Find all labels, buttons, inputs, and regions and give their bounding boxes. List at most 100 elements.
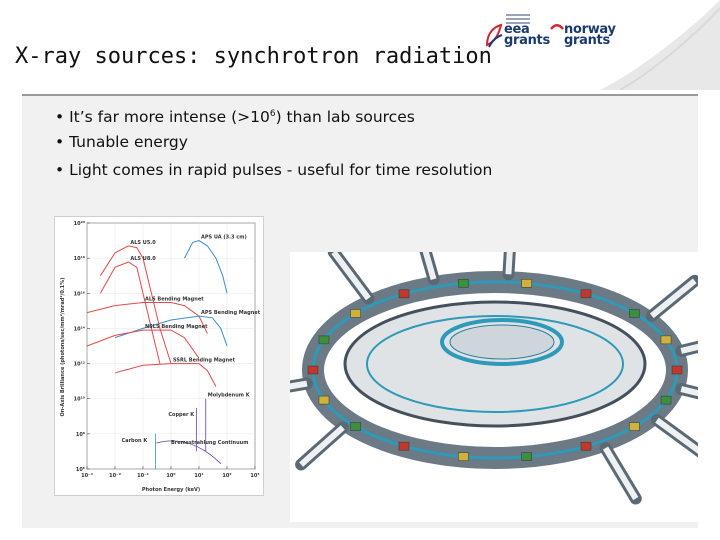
beamline-hut-roof [299, 425, 345, 467]
chart-y-tick-label: 10¹² [74, 362, 85, 368]
chart-annotation-label-0: Molybdenum K [208, 393, 251, 399]
beamline-hut-roof [602, 446, 639, 501]
beamline-hut [249, 377, 313, 399]
chart-series-label-2: APS UA (3.3 cm) [201, 235, 247, 241]
chart-series-label-3: ALS Bending Magnet [145, 296, 204, 302]
chart-x-tick-label: 10⁻² [109, 473, 121, 479]
eea-wordmark-lines [506, 14, 530, 24]
chart-y-axis-label: On-Axis Brilliance (photons/sec/mm²/mrad… [60, 277, 66, 416]
chart-series-label-5: NSLS Bending Magnet [145, 324, 208, 330]
chart-x-tick-label: 10⁻³ [81, 473, 93, 479]
ring-magnet [318, 395, 330, 405]
norway-logo-line2: grants [564, 33, 610, 48]
chart-series-line-1 [99, 261, 161, 364]
bullet-pulses: • Light comes in rapid pulses - useful f… [55, 161, 493, 179]
beamline-hut [502, 206, 519, 281]
ring-magnet [580, 289, 592, 299]
chart-series-line-5 [86, 329, 200, 359]
synchrotron-ring-illustration [249, 206, 720, 522]
chart-bremsstrahlung-curve [156, 440, 222, 464]
beamline-hut-roof [649, 278, 697, 319]
beamline-hut [650, 414, 708, 459]
slide-title: X-ray sources: synchrotron radiation [15, 44, 492, 69]
chart-ticks-group: 10⁻³ 10⁻² 10⁻¹ 10⁰ 10¹ 10² 10³ 10²⁰ 10¹⁸ 10¹⁶ 10¹⁴… [74, 221, 260, 479]
booster-ring-outer [366, 315, 624, 413]
chart-series-line-6 [114, 363, 217, 387]
beamline-hut [675, 383, 720, 405]
chart-x-tick-label: 10¹ [194, 473, 203, 479]
chart-series-line-2 [183, 240, 228, 294]
chart-annotation-label-2: Carbon K [122, 438, 149, 444]
chart-annotation-label-1: Copper K [168, 412, 195, 418]
chart-annotations-group: Molybdenum K Copper K Carbon K Bremsstrahlu… [122, 393, 251, 469]
ring-magnet [521, 452, 532, 461]
ring-magnet [660, 335, 672, 345]
ring-magnet [350, 422, 361, 431]
ring-magnet [580, 441, 592, 451]
synchrotron-ring-svg [249, 206, 720, 505]
eea-logo-line2: grants [504, 33, 550, 48]
chart-x-tick-label: 10⁻¹ [137, 473, 149, 479]
chart-y-tick-label: 10¹⁰ [74, 397, 85, 403]
beamline-hut [295, 421, 349, 471]
ring-magnet [521, 279, 532, 288]
booster-ring-inner [449, 324, 555, 360]
beamline-hut [675, 335, 720, 357]
ring-magnet [458, 279, 469, 288]
ring-magnet [660, 395, 672, 405]
booster-ring [440, 318, 564, 366]
chart-x-axis-label: Photon Energy (keV) [142, 487, 200, 493]
chart-x-tick-label: 10³ [250, 473, 259, 479]
chart-x-tick-label: 10² [222, 473, 231, 479]
ring-magnet [458, 452, 469, 461]
norway-grants-logo: norway grants [550, 14, 616, 56]
norway-logo-line1: norway [564, 22, 616, 37]
chart-series-label-6: SSRL Bending Magnet [173, 358, 236, 364]
beamline-hut [599, 442, 642, 505]
ring-magnet [398, 289, 410, 299]
chart-x-tick-label: 10⁰ [166, 473, 175, 479]
chart-y-tick-label: 10²⁰ [74, 221, 85, 227]
chart-series-label-0: ALS U5.0 [130, 240, 156, 246]
beamline-hut [410, 214, 440, 286]
bullet-intensity: • It’s far more intense (>106) than lab … [55, 102, 492, 130]
corner-swoosh-graphic [600, 0, 720, 90]
chart-y-tick-label: 10⁶ [76, 467, 85, 473]
beamline-hut-roof [655, 417, 704, 456]
beamline-hut [645, 274, 701, 322]
ring-magnet [350, 309, 361, 318]
bullet-tunable: • Tunable energy [55, 133, 188, 151]
chart-series-line-0 [99, 245, 172, 364]
eea-grants-logo: eea grants [484, 14, 554, 56]
ring-magnets-group [307, 279, 683, 461]
chart-y-tick-label: 10¹⁶ [74, 291, 85, 297]
chart-series-label-1: ALS U8.0 [130, 256, 156, 262]
ring-magnet [671, 365, 683, 375]
beamline-hut [327, 246, 375, 305]
chart-series-label-4: APS Bending Magnet [201, 310, 261, 316]
ring-magnet [307, 365, 319, 375]
norway-flag-icon [550, 24, 564, 30]
bullet-intensity-exponent: 6 [269, 109, 276, 119]
bullet-intensity-prefix: • It’s far more intense (>10 [55, 108, 270, 127]
eea-logo-line1: eea [504, 22, 530, 37]
chart-y-tick-label: 10⁸ [76, 432, 85, 438]
beamline-hut-roof [331, 250, 371, 301]
ring-magnet [629, 309, 640, 318]
ring-magnet [629, 422, 640, 431]
chart-series-line-4 [114, 315, 228, 347]
bullet-intensity-suffix: ) than lab sources [275, 108, 415, 127]
beamline-hut-roof [505, 212, 516, 275]
ring-magnet [318, 335, 330, 345]
header-divider [22, 94, 698, 96]
bullet-list: • It’s far more intense (>106) than lab … [55, 102, 492, 186]
chart-y-tick-label: 10¹⁸ [74, 256, 85, 262]
ring-magnet [398, 441, 410, 451]
chart-gridlines [86, 222, 256, 470]
chart-y-tick-label: 10¹⁴ [74, 326, 85, 332]
eea-leaf-icon [485, 23, 503, 48]
chart-annotation-label-3: Bremsstrahlung Continuum [171, 440, 248, 446]
